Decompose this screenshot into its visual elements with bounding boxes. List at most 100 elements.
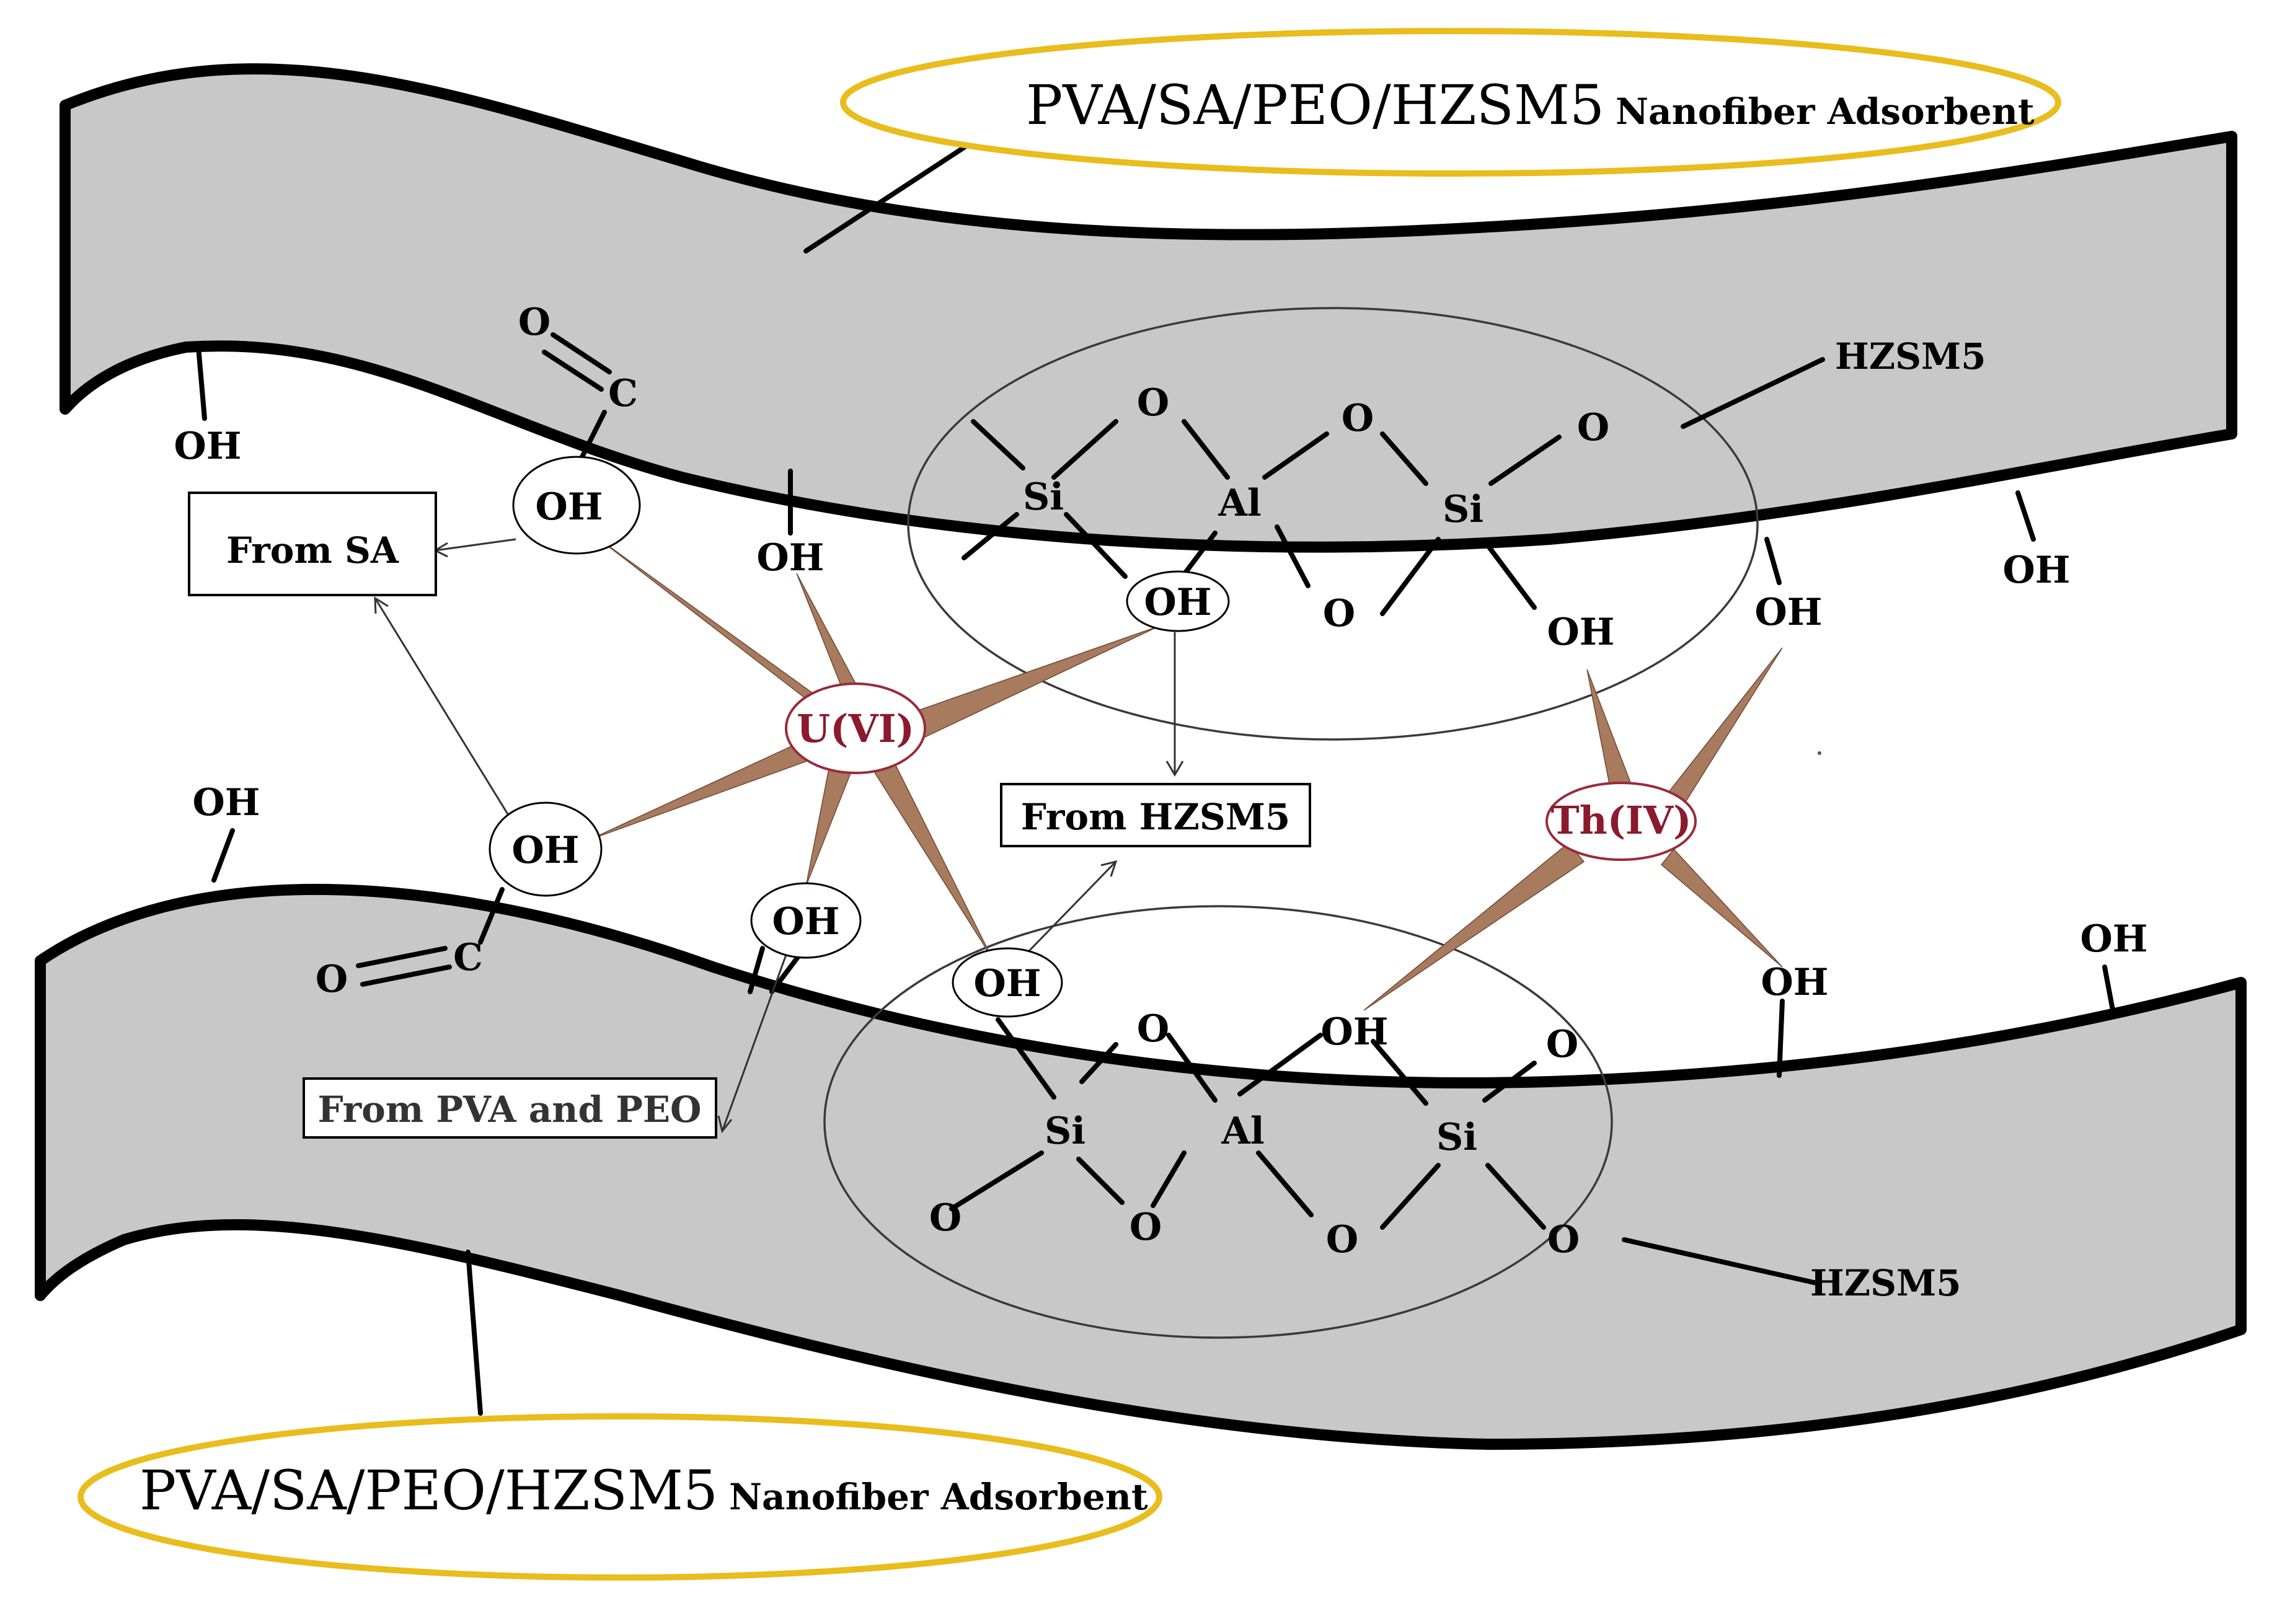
oh-circle-sa-bottom (489, 801, 603, 897)
bond (211, 828, 235, 883)
o-label: O (929, 1196, 962, 1240)
from-sa-label: From SA (226, 529, 399, 571)
si-label: Si (1023, 475, 1064, 519)
si-label: Si (1045, 1110, 1085, 1153)
bond (1482, 1061, 1537, 1103)
spoke (873, 758, 993, 958)
bond (1262, 431, 1329, 480)
atom-labels: OH OH OH OH OH OH OH OH OH OH OH OH OH O… (174, 301, 2148, 1261)
bond (478, 887, 505, 945)
top-title: PVA/SA/PEO/HZSM5 Nanofiber Adsorbent (1026, 73, 2035, 137)
thorium-label: Th(IV) (1551, 798, 1692, 843)
oh-label: OH (757, 536, 825, 580)
o-label: O (1323, 592, 1355, 635)
bond (196, 345, 207, 421)
bond (1485, 543, 1537, 610)
bond (1051, 419, 1118, 480)
oh-label: OH (2080, 917, 2148, 961)
bond (1371, 1039, 1428, 1106)
leader-line-hzsm5-top (1681, 357, 1825, 429)
bond (1182, 419, 1230, 480)
o-label: O (1342, 397, 1374, 440)
uranium-coordination (588, 536, 1160, 958)
spoke (910, 625, 1160, 738)
leader-line-top-title (803, 131, 988, 254)
bond (1237, 1033, 1323, 1097)
spoke (805, 758, 853, 887)
leader-line-hzsm5-bottom (1622, 1237, 1819, 1286)
o-label: O (518, 301, 550, 344)
o-label: O (1546, 1023, 1578, 1066)
bond (748, 946, 765, 994)
top-title-sub: Nanofiber Adsorbent (1616, 90, 2035, 133)
bond (962, 512, 1019, 560)
hzsm5-cluster-top (907, 307, 1759, 741)
oh-circle-hzsm5-bottom (952, 947, 1063, 1018)
uranium-label: U(VI) (797, 706, 914, 751)
bond (550, 332, 612, 374)
bottom-title-sub: Nanofiber Adsorbent (729, 1476, 1148, 1518)
arrowhead (1100, 860, 1118, 877)
bond (1777, 999, 1785, 1078)
oh-label: OH (193, 781, 260, 824)
bond (1485, 1163, 1546, 1230)
top-nanofiber (60, 63, 2237, 553)
oh-label: OH (772, 900, 840, 943)
top-title-main: PVA/SA/PEO/HZSM5 (1026, 73, 1604, 137)
o-label: O (1130, 1206, 1162, 1249)
leader-line-bottom-title (466, 1250, 483, 1416)
bond (1076, 1157, 1125, 1205)
thorium-coordination (1363, 647, 1783, 1011)
from-pva-peo-box (303, 1077, 717, 1139)
oh-label: OH (1761, 961, 1829, 1004)
spoke (1586, 669, 1634, 797)
oh-label: OH (536, 485, 603, 529)
al-label: Al (1221, 1110, 1264, 1153)
al-label: Al (1218, 482, 1261, 525)
from-hzsm5-label: From HZSM5 (1021, 796, 1291, 838)
bond (996, 1017, 1056, 1100)
bond (1380, 537, 1441, 616)
bond (1079, 1042, 1118, 1084)
spoke (1363, 842, 1585, 1011)
bond (1488, 435, 1562, 486)
from-sa-box (188, 492, 437, 596)
uranium-ion (785, 682, 926, 774)
thorium-ion (1545, 782, 1697, 861)
arrowhead (1165, 761, 1184, 777)
spoke (1660, 848, 1783, 968)
bond (360, 964, 452, 987)
arrow-pva-peo (721, 951, 789, 1132)
bond (1064, 512, 1128, 579)
oh-circle-sa-top (512, 456, 641, 555)
bond (1151, 1150, 1187, 1208)
o-label: O (1137, 1007, 1169, 1051)
bond (577, 410, 607, 464)
oh-label: OH (1144, 581, 1212, 624)
top-title-ellipse (840, 28, 2061, 177)
bond (1166, 1033, 1218, 1103)
o-label: O (1137, 381, 1169, 425)
hzsm5-bottom-label: HZSM5 (1810, 1262, 1961, 1304)
si-label: Si (1436, 1116, 1477, 1159)
bond (1380, 431, 1428, 486)
arrow-sa-bottom (374, 598, 510, 816)
oh-label: OH (1755, 591, 1823, 634)
from-pva-peo-label: From PVA and PEO (317, 1088, 701, 1131)
oh-label: OH (1547, 611, 1615, 654)
bond (542, 350, 604, 392)
oh-label: OH (174, 425, 242, 468)
bond (2015, 490, 2036, 542)
oh-label: OH (974, 962, 1041, 1005)
bond (356, 946, 448, 968)
stray-dot (1818, 751, 1821, 755)
c-label: C (608, 372, 638, 415)
bond (1275, 524, 1311, 588)
bond (1256, 1150, 1314, 1217)
oh-circle-pva (750, 882, 862, 959)
bottom-title-ellipse (77, 1413, 1162, 1581)
arrowhead (374, 596, 389, 614)
oh-circle-hzsm5-top (1126, 570, 1230, 632)
